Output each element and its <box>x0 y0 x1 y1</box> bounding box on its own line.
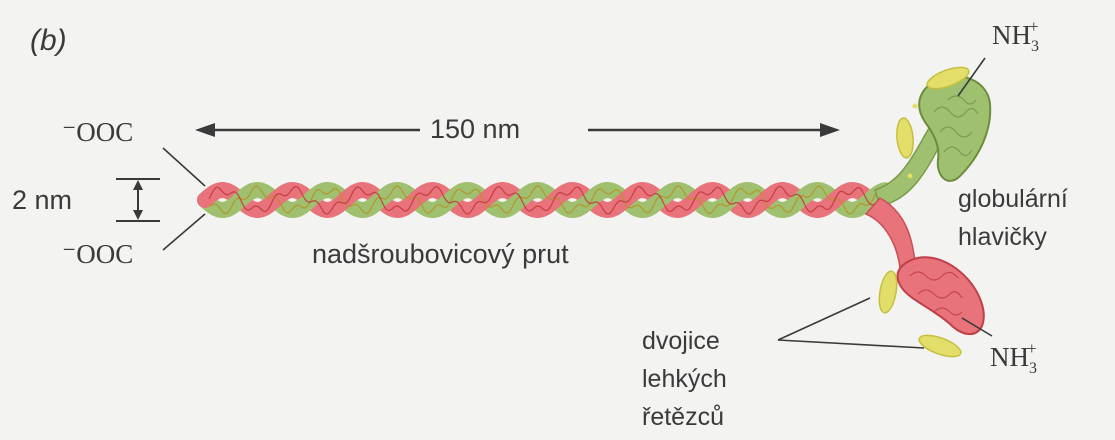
amino-top-sup: + <box>1029 17 1039 36</box>
light-line-2: lehkých <box>642 360 782 398</box>
light-chain-3 <box>876 270 899 314</box>
red-neck <box>866 198 915 268</box>
amino-top-label: NH3 + <box>992 18 1039 55</box>
diameter-label: 2 nm <box>12 187 72 214</box>
amino-top-sub: 3 <box>1031 38 1039 55</box>
heads-line-1: globulární <box>958 180 1108 218</box>
light-line-3: řetězců <box>642 398 782 436</box>
speck-2 <box>908 174 913 179</box>
amino-bottom-text: NH <box>990 342 1029 372</box>
light-line-1: dvojice <box>642 322 782 360</box>
carboxyl-bottom-label: ⁻OOC <box>62 241 133 268</box>
leader-light-1 <box>778 298 870 340</box>
length-label: 150 nm <box>430 116 520 143</box>
amino-bottom-label: NH3 + <box>990 340 1037 377</box>
heads-label: globulární hlavičky <box>958 180 1108 256</box>
diameter-marker <box>116 179 160 221</box>
leader-light-2 <box>778 340 924 348</box>
coiled-coil-rod <box>205 186 885 214</box>
panel-label: (b) <box>30 26 67 56</box>
amino-bottom-sub: 3 <box>1029 360 1037 377</box>
amino-bottom-sup: + <box>1027 339 1037 358</box>
light-chain-4 <box>917 331 964 361</box>
green-head <box>919 76 990 180</box>
carboxyl-top-label: ⁻OOC <box>62 119 133 146</box>
light-chains-label: dvojice lehkých řetězců <box>642 322 782 436</box>
heads-line-2: hlavičky <box>958 218 1108 256</box>
amino-top-text: NH <box>992 20 1031 50</box>
speck-1 <box>913 104 918 109</box>
coiled-coil-label: nadšroubovicový prut <box>312 241 569 268</box>
light-chain-2 <box>895 117 914 158</box>
